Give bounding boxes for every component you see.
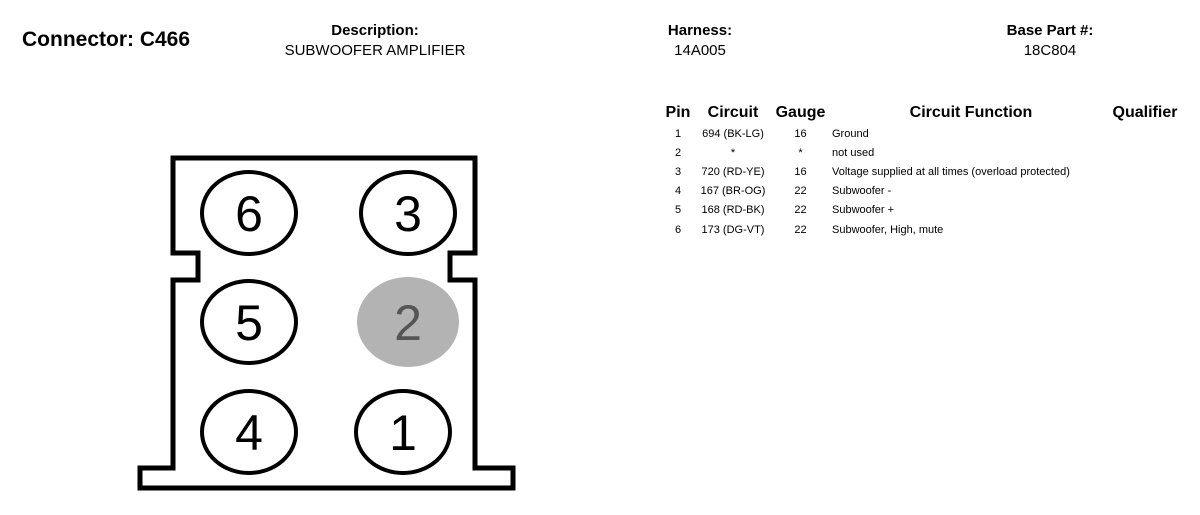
cell-circuit: 167 (BR-OG) bbox=[700, 185, 766, 198]
cell-function: Subwoofer + bbox=[832, 204, 895, 217]
pin-cavity-1-label: 1 bbox=[389, 405, 417, 461]
cell-gauge: 16 bbox=[794, 165, 807, 178]
cell-gauge: 22 bbox=[794, 204, 807, 217]
header-qualifier: Qualifier bbox=[1112, 104, 1178, 121]
pin-cavity-4: 4 bbox=[200, 389, 298, 475]
pin-cavity-1: 1 bbox=[354, 389, 452, 475]
harness-value: 14A005 bbox=[674, 42, 726, 59]
cell-pin: 5 bbox=[674, 204, 682, 217]
cell-circuit: 168 (RD-BK) bbox=[701, 204, 765, 217]
table-row: 3 720 (RD-YE) 16 Voltage supplied at all… bbox=[663, 162, 1180, 181]
connector-title: Connector: C466 bbox=[22, 28, 191, 51]
table-row: 1 694 (BK-LG) 16 Ground bbox=[663, 124, 1180, 143]
cell-function: Ground bbox=[832, 127, 869, 140]
pin-cavity-3-circle bbox=[359, 170, 457, 256]
cell-circuit: 173 (DG-VT) bbox=[701, 223, 765, 236]
pin-cavity-6-circle bbox=[200, 170, 298, 256]
cell-qualifier bbox=[1110, 182, 1180, 201]
pin-cavity-1-circle bbox=[354, 389, 452, 475]
pinout-table: Pin Circuit Gauge Circuit Function Quali… bbox=[663, 102, 1180, 239]
pin-cavity-5: 5 bbox=[200, 279, 298, 365]
cell-circuit: 694 (BK-LG) bbox=[702, 127, 764, 140]
table-row: 2 * * not used bbox=[663, 143, 1180, 162]
table-row: 4 167 (BR-OG) 22 Subwoofer - bbox=[663, 182, 1180, 201]
pin-cavity-3: 3 bbox=[359, 170, 457, 256]
cell-qualifier bbox=[1110, 124, 1180, 143]
cell-qualifier bbox=[1110, 220, 1180, 239]
pin-cavity-2-label: 2 bbox=[394, 295, 422, 351]
table-row: 6 173 (DG-VT) 22 Subwoofer, High, mute bbox=[663, 220, 1180, 239]
pin-cavity-5-label: 5 bbox=[235, 295, 263, 351]
pin-cavity-5-circle bbox=[200, 279, 298, 365]
pin-cavity-2-circle bbox=[357, 277, 459, 367]
base-part-label: Base Part #: bbox=[1006, 22, 1094, 39]
cell-qualifier bbox=[1110, 201, 1180, 220]
harness-label: Harness: bbox=[667, 22, 733, 39]
header-circuit: Circuit bbox=[707, 104, 759, 121]
cell-pin: 3 bbox=[674, 165, 682, 178]
harness-block: Harness: 14A005 bbox=[650, 22, 750, 62]
cell-function: Subwoofer - bbox=[832, 185, 892, 198]
description-value: SUBWOOFER AMPLIFIER bbox=[284, 42, 466, 59]
cell-function: Voltage supplied at all times (overload … bbox=[832, 165, 1070, 178]
header-gauge: Gauge bbox=[775, 104, 826, 121]
cell-qualifier bbox=[1110, 162, 1180, 181]
cell-pin: 2 bbox=[674, 146, 682, 159]
pin-cavity-6: 6 bbox=[200, 170, 298, 256]
cell-circuit: * bbox=[730, 146, 736, 159]
cell-function: Subwoofer, High, mute bbox=[832, 223, 944, 236]
pin-cavity-4-label: 4 bbox=[235, 405, 263, 461]
cell-function: not used bbox=[832, 146, 875, 159]
table-row: 5 168 (RD-BK) 22 Subwoofer + bbox=[663, 201, 1180, 220]
base-part-block: Base Part #: 18C804 bbox=[985, 22, 1115, 62]
connector-housing-outline bbox=[137, 155, 516, 491]
table-header-row: Pin Circuit Gauge Circuit Function Quali… bbox=[663, 102, 1180, 124]
pin-cavity-4-circle bbox=[200, 389, 298, 475]
base-part-value: 18C804 bbox=[1023, 42, 1077, 59]
pin-cavity-2-unused: 2 bbox=[357, 277, 459, 367]
cell-gauge: 22 bbox=[794, 185, 807, 198]
cell-circuit: 720 (RD-YE) bbox=[701, 165, 765, 178]
description-label: Description: bbox=[331, 22, 419, 39]
cell-gauge: 16 bbox=[794, 127, 807, 140]
cell-gauge: 22 bbox=[794, 223, 807, 236]
cell-pin: 6 bbox=[674, 223, 682, 236]
description-block: Description: SUBWOOFER AMPLIFIER bbox=[270, 22, 480, 62]
cell-pin: 4 bbox=[674, 185, 682, 198]
header-pin: Pin bbox=[665, 104, 691, 121]
cell-qualifier bbox=[1110, 143, 1180, 162]
cell-gauge: * bbox=[798, 146, 803, 159]
cell-pin: 1 bbox=[674, 127, 682, 140]
pin-cavity-3-label: 3 bbox=[394, 186, 422, 242]
header-circuit-function: Circuit Function bbox=[909, 104, 1033, 121]
pin-cavity-6-label: 6 bbox=[235, 186, 263, 242]
